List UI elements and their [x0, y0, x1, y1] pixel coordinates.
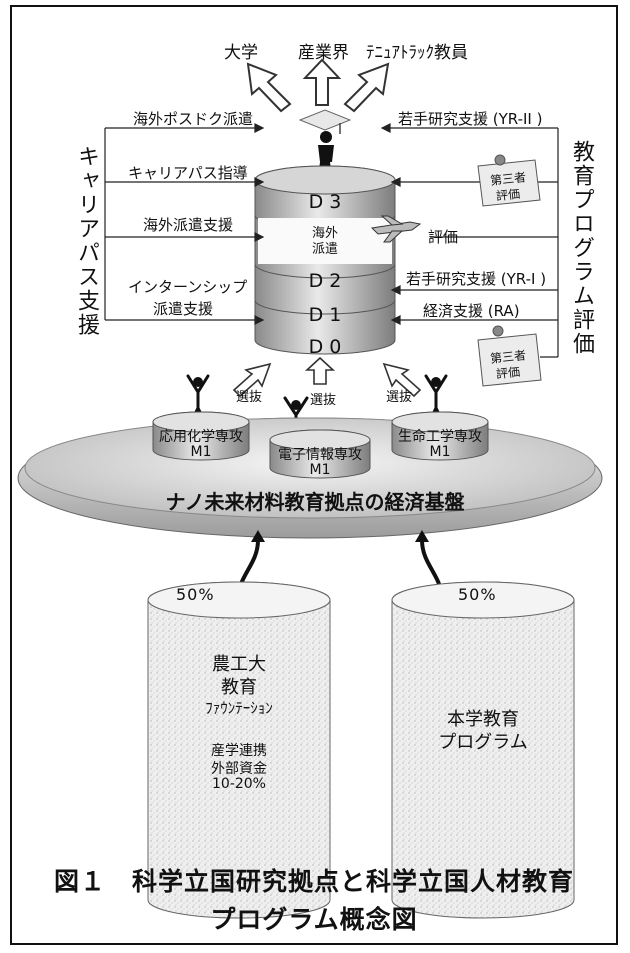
- major-applied-chemistry: 応用化学専攻: [159, 429, 243, 445]
- note-upper: [477, 159, 541, 207]
- funding-right-line1: 本学教育: [447, 709, 519, 730]
- figure-caption-line2: プログラム概念図: [210, 905, 418, 934]
- level-overseas-1: 海外: [311, 226, 338, 241]
- degree-stack: [254, 165, 396, 355]
- figure-caption-line1: 図１ 科学立国研究拠点と科学立国人材教育: [53, 867, 574, 896]
- major-electronics: 電子情報専攻: [278, 447, 362, 463]
- left-item-career-guidance: キャリアパス指導: [128, 164, 248, 182]
- funding-left-sub1: 産学連携: [211, 743, 267, 759]
- third-party-notes: [477, 154, 542, 387]
- funding-left-sub3: 10-20%: [212, 776, 266, 792]
- evaluation-lines: [380, 123, 559, 358]
- right-item-ra: 経済支援 (RA): [423, 302, 520, 320]
- arrow-left: [246, 62, 292, 113]
- funding-left-sub2: 外部資金: [211, 761, 267, 777]
- level-overseas-2: 派遣: [311, 242, 338, 257]
- arrow-right: [343, 62, 390, 113]
- level-d0: D 0: [308, 336, 342, 358]
- selection-arrows: [232, 356, 422, 398]
- right-item-yr1: 若手研究支援 (YR-I ): [406, 270, 547, 288]
- left-item-dispatch: 派遣支援: [153, 300, 214, 318]
- student-figures-icon: [186, 374, 448, 444]
- funding-left-line2: 教育: [221, 677, 257, 698]
- funding-cylinders: [147, 581, 575, 919]
- third-party-upper-line2: 評価: [495, 186, 521, 204]
- major-cylinders: [152, 411, 489, 479]
- selection-label-right: 選抜: [386, 390, 413, 405]
- airplane-icon: [370, 215, 422, 243]
- major-bioengineering-year: M1: [429, 444, 451, 460]
- level-d1: D 1: [308, 304, 342, 326]
- third-party-lower-line2: 評価: [495, 364, 521, 382]
- funding-left-line3: ﾌｧｳﾝﾃｰｼｮﾝ: [205, 699, 273, 717]
- career-lines: [104, 123, 265, 325]
- diagram-frame: [10, 5, 618, 945]
- left-item-postdoc: 海外ポスドク派遣: [133, 110, 254, 128]
- funding-right-percent: 50%: [458, 585, 497, 604]
- destination-university: 大学: [224, 43, 258, 63]
- right-item-evaluation: 評価: [428, 228, 459, 246]
- graduation-cap-icon: [298, 109, 352, 134]
- destination-tenure-track: ﾃﾆｭｱﾄﾗｯｸ教員: [366, 43, 468, 63]
- output-arrows: [246, 58, 390, 113]
- arrow-up: [302, 58, 342, 106]
- funding-left-percent: 50%: [176, 585, 215, 604]
- career-support-title: キャリアパス支援: [74, 145, 99, 337]
- level-d2: D 2: [308, 270, 342, 292]
- selection-label-left: 選抜: [236, 390, 263, 405]
- major-applied-chemistry-year: M1: [190, 444, 212, 460]
- level-d3: D 3: [308, 191, 342, 213]
- program-evaluation-title: 教育プログラム評価: [569, 140, 594, 356]
- selection-label-center: 選抜: [310, 393, 337, 408]
- note-lower: [477, 333, 542, 387]
- major-electronics-year: M1: [309, 462, 331, 478]
- left-item-internship: インターンシップ: [128, 278, 248, 296]
- funding-left-line1: 農工大: [212, 654, 266, 675]
- destination-industry: 産業界: [298, 43, 349, 63]
- right-item-yr2: 若手研究支援 (YR-II ): [398, 110, 543, 128]
- plate-label: ナノ未来材料教育拠点の経済基盤: [165, 490, 465, 514]
- left-item-overseas: 海外派遣支援: [143, 216, 234, 234]
- major-bioengineering: 生命工学専攻: [398, 429, 482, 445]
- funding-right-line2: プログラム: [438, 732, 528, 753]
